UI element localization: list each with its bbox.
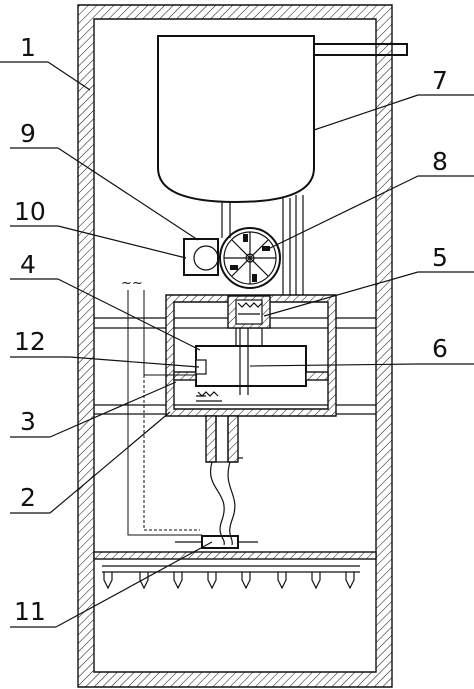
label-7: 7 — [432, 66, 448, 95]
spray-assembly — [93, 535, 377, 590]
main-box — [165, 294, 337, 417]
ac-symbol: ~~ — [121, 276, 143, 291]
lower-spring — [196, 391, 222, 402]
label-10: 10 — [14, 197, 46, 226]
hopper — [157, 35, 408, 238]
outlet-pipe — [205, 415, 243, 546]
reference-numerals: 1 9 10 4 12 3 2 11 7 8 5 6 — [14, 33, 448, 626]
label-2: 2 — [20, 483, 36, 512]
label-6: 6 — [432, 334, 448, 363]
side-tubes — [282, 195, 304, 296]
impeller-wheel — [219, 227, 281, 289]
label-1: 1 — [20, 33, 36, 62]
label-11: 11 — [14, 597, 46, 626]
label-9: 9 — [20, 119, 36, 148]
spring-housing — [227, 295, 271, 345]
label-5: 5 — [432, 243, 448, 272]
label-8: 8 — [432, 147, 448, 176]
outer-housing — [77, 4, 393, 688]
wiring: ~~ — [121, 276, 202, 536]
motor — [183, 238, 219, 276]
label-3: 3 — [20, 407, 36, 436]
leader-lines — [0, 61, 474, 628]
label-12: 12 — [14, 327, 46, 356]
label-4: 4 — [20, 250, 36, 279]
